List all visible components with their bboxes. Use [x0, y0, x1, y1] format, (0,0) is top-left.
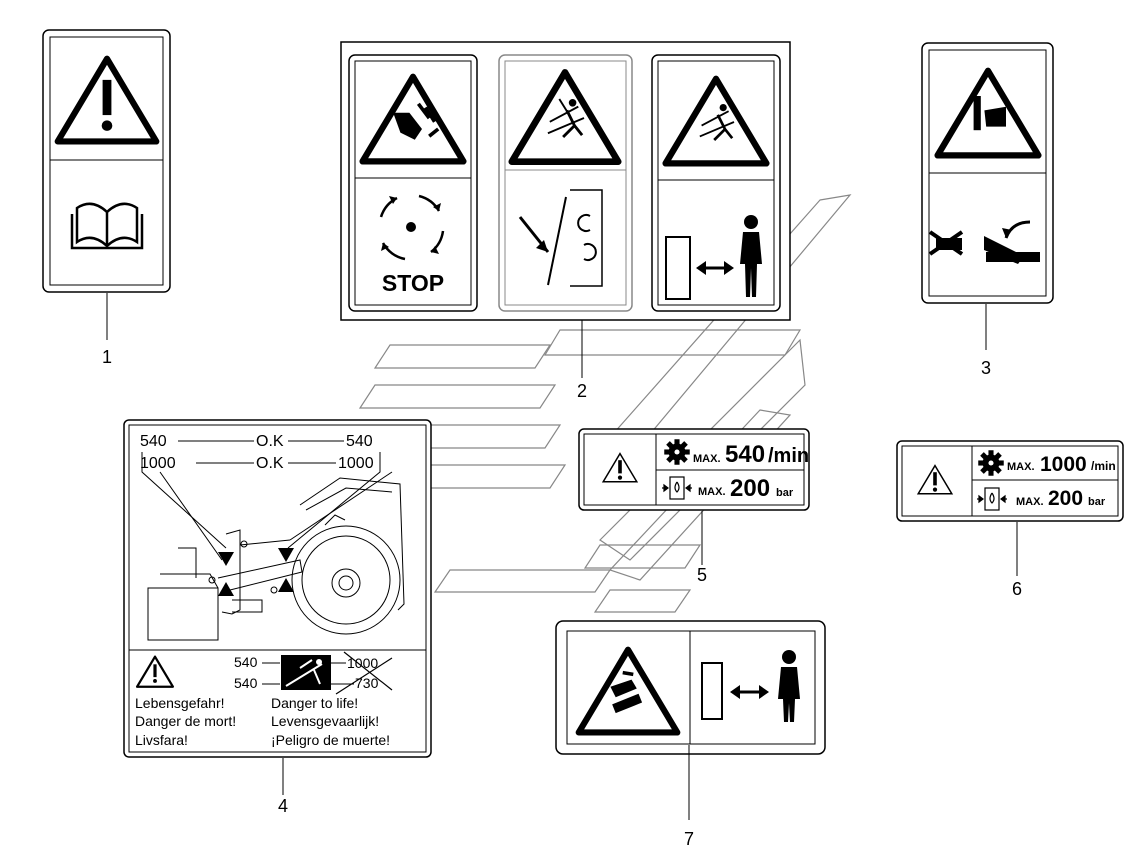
label-7	[555, 620, 826, 755]
label-6: MAX. 1000 /min MAX. 200 bar	[896, 440, 1124, 522]
callout-2: 2	[577, 381, 587, 401]
label-2: STOP	[340, 41, 791, 321]
hydraulic-pressure-icon	[977, 487, 1007, 511]
pressure-value: 200	[1048, 487, 1083, 510]
callout-4: 4	[278, 796, 288, 816]
crush-icon	[928, 220, 1040, 264]
callout-5: 5	[697, 565, 707, 585]
rpm-row2-mid: O.K	[256, 455, 284, 472]
text-es: ¡Peligro de muerte!	[271, 732, 390, 748]
rpm-unit: /min	[1091, 459, 1116, 473]
rpm-value: 1000	[1040, 453, 1087, 476]
rotation-stop-icon	[379, 194, 445, 261]
crush-hand-warning-icon	[938, 71, 1039, 156]
callout-3: 3	[981, 358, 991, 378]
warning-icon	[601, 452, 639, 483]
pressure-unit: bar	[776, 487, 794, 499]
rpm-row2-right: 1000	[338, 455, 374, 472]
label-4: 540 O.K 540 1000 O.K 1000	[123, 419, 432, 758]
max-label-1: MAX.	[1007, 461, 1035, 473]
max-label-2: MAX.	[698, 486, 726, 498]
pressure-value: 200	[730, 475, 770, 502]
warning-icon	[135, 655, 175, 688]
thrown-object-warning-icon	[666, 79, 767, 164]
gear-icon	[664, 439, 690, 465]
label-5: MAX. 540 /min MAX. 200 bar	[578, 428, 810, 511]
tractor-pto-drawing	[147, 477, 405, 641]
thrown-object-icon	[512, 72, 618, 161]
crush-warning-icon	[579, 650, 678, 733]
callout-7: 7	[684, 829, 694, 849]
hand-cut-icon	[363, 77, 464, 162]
bottom-rpm-3: 1000	[347, 655, 378, 671]
callout-6: 6	[1012, 579, 1022, 599]
hydraulic-pressure-icon	[662, 476, 692, 500]
max-label-1: MAX.	[693, 453, 721, 465]
keep-distance-icon	[665, 215, 762, 300]
pressure-unit: bar	[1088, 496, 1106, 508]
rotor-direction-icon	[518, 189, 603, 287]
text-fr: Danger de mort!	[135, 713, 236, 729]
rpm-row1-left: 540	[140, 433, 167, 450]
label-1	[42, 29, 171, 293]
manual-book-icon	[70, 202, 144, 250]
bottom-rpm-4: 730	[355, 675, 379, 691]
rpm-row2-left: 1000	[140, 455, 176, 472]
stop-text: STOP	[382, 270, 444, 296]
rpm-row1-right: 540	[346, 433, 373, 450]
bottom-rpm-2: 540	[234, 675, 258, 691]
text-nl: Levensgevaarlijk!	[271, 713, 379, 729]
keep-distance-icon	[701, 650, 800, 722]
rpm-unit: /min	[768, 445, 809, 467]
text-sv: Livsfara!	[135, 732, 188, 748]
rpm-row1-mid: O.K	[256, 433, 284, 450]
warning-icon	[916, 464, 954, 495]
bottom-rpm-1: 540	[234, 654, 258, 670]
label-3	[921, 42, 1054, 304]
rpm-value: 540	[725, 441, 765, 468]
text-en: Danger to life!	[271, 695, 358, 711]
text-de: Lebensgefahr!	[135, 695, 225, 711]
warning-icon	[58, 59, 157, 142]
callout-1: 1	[102, 347, 112, 367]
gear-icon	[978, 450, 1004, 476]
shaft-markers	[218, 548, 294, 596]
max-label-2: MAX.	[1016, 496, 1044, 508]
